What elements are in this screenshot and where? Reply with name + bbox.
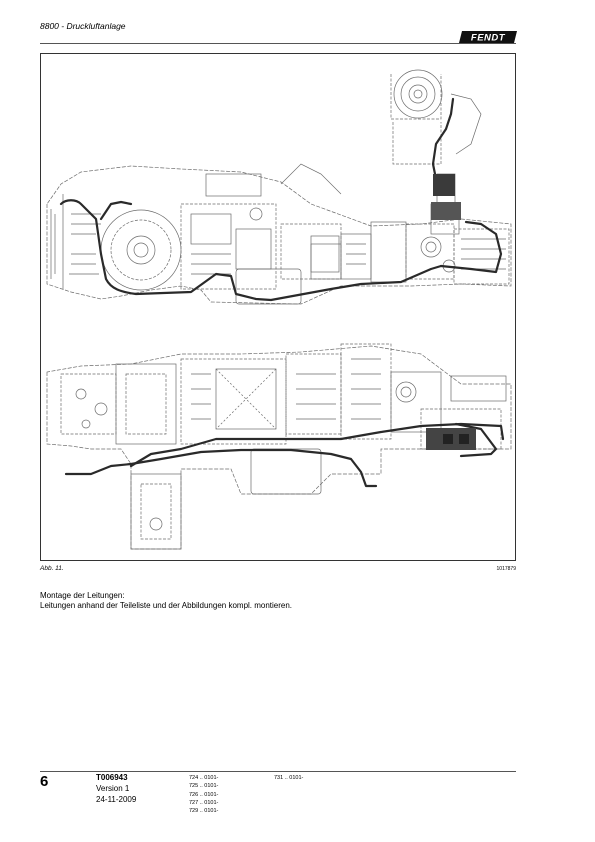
footer-rule <box>40 771 516 772</box>
upper-line-front <box>439 220 503 274</box>
header-title: 8800 - Druckluftanlage <box>40 21 126 31</box>
figure-image-number: 1017879 <box>496 566 516 572</box>
lower-view <box>46 343 512 550</box>
pneumatic-lines <box>59 97 505 488</box>
air-components <box>426 174 476 450</box>
section-heading: Montage der Leitungen: <box>40 591 125 600</box>
logo-text: FENDT <box>471 33 506 44</box>
document-version: Version 1 <box>96 784 130 793</box>
serial-range: 724 .. 0101- <box>189 775 219 781</box>
upper-line-riser <box>431 97 455 181</box>
serial-range: 729 .. 0101- <box>189 808 219 815</box>
document-date: 24-11-2009 <box>96 795 137 804</box>
serial-range: 727 .. 0101- <box>189 799 219 806</box>
serial-range: 725 .. 0101- <box>189 783 219 790</box>
lower-line-long <box>129 422 505 468</box>
figure-drawing <box>40 53 516 561</box>
serial-range-list-1: 724 .. 0101- 725 .. 0101- 726 .. 0101- 7… <box>189 774 218 815</box>
lower-line-main <box>64 448 378 488</box>
document-number: T006943 <box>96 773 128 782</box>
figure-caption: Abb. 11. <box>40 565 64 572</box>
fendt-logo: FENDT <box>459 31 517 44</box>
lower-line-tank <box>454 422 498 458</box>
upper-line-main <box>59 199 443 302</box>
serial-range: 726 .. 0101- <box>189 791 219 798</box>
air-dryer <box>433 174 455 196</box>
section-body: Leitungen anhand der Teileliste und der … <box>40 601 293 610</box>
tractor-pneumatic-line-drawing <box>46 69 512 550</box>
page-number: 6 <box>40 773 49 790</box>
serial-range-list-2: 731 .. 0101- <box>274 774 303 782</box>
valve-block-upper <box>431 202 461 220</box>
serial-range: 731 .. 0101- <box>274 775 304 781</box>
header-rule <box>40 43 516 44</box>
